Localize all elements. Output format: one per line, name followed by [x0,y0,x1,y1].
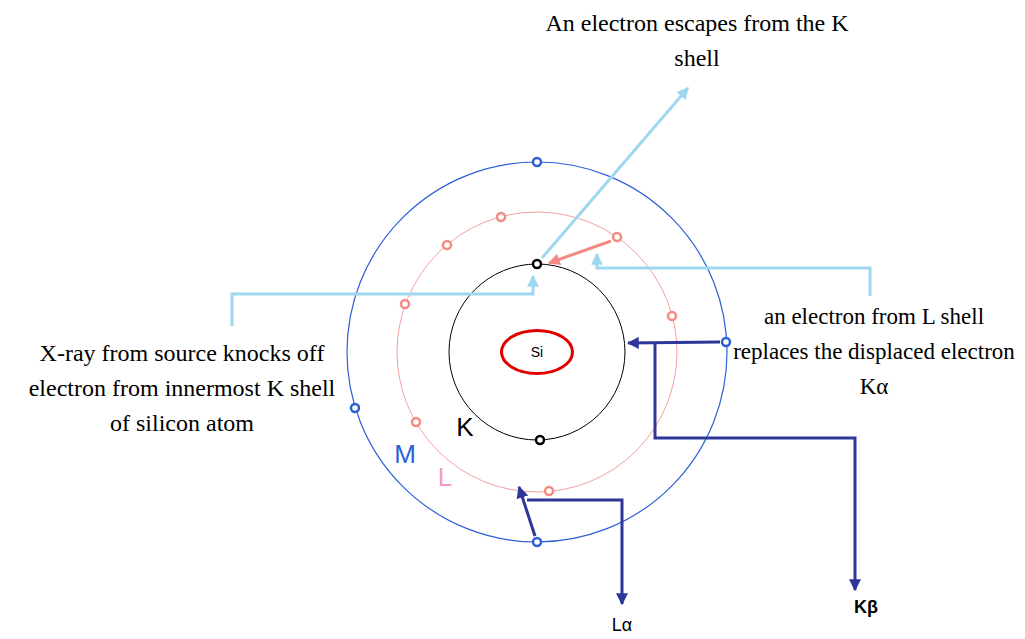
electron [401,300,409,308]
electron [545,487,553,495]
emission-label: Lα [612,615,632,637]
caption-text: An electron escapes from the K shell [537,6,857,76]
element-symbol: Si [531,344,543,360]
shell-label: L [438,462,452,493]
emission-leader [655,343,855,590]
electron [533,158,541,166]
l-electrons [401,213,676,495]
electron [351,404,359,412]
transition-arrow [628,342,720,343]
transition-arrow [519,487,535,536]
shell-label: K [456,412,473,443]
electron [533,260,541,268]
xray-lines [232,88,870,326]
emission-leader [527,500,622,604]
l-shell [397,212,677,492]
nucleus-outline [502,331,573,374]
k-shell [449,264,625,440]
electron [668,312,676,320]
electron [412,418,420,426]
electron [497,213,505,221]
callout-leader [597,254,870,296]
emission-label: Kβ [854,597,878,619]
shell-label: M [394,439,416,470]
transition-arrow [549,241,611,263]
caption-text: X-ray from source knocks off electron fr… [26,336,338,441]
emission-lines [519,342,855,604]
caption-text: an electron from L shell replaces the di… [727,299,1021,404]
electron [533,538,541,546]
electron [443,241,451,249]
escape-arrow [542,88,688,258]
xray-incoming [232,276,533,326]
electron [613,233,621,241]
electron [722,338,730,346]
nucleus-ellipse: Si [500,329,574,375]
m-shell [347,162,727,542]
electron [536,436,544,444]
m-electrons [351,158,730,546]
